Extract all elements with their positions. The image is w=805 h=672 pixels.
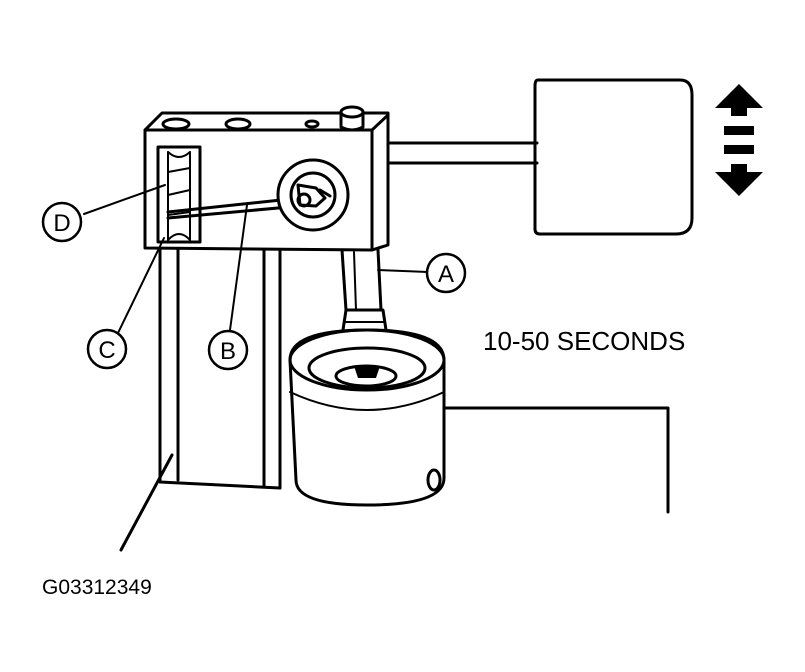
callout-b-label: B [220,338,236,365]
callout-c-label: C [98,337,115,364]
connecting-arm [388,141,539,165]
pivot-dial [276,158,350,232]
gauge-window [156,145,202,244]
vertical-motion-arrow-icon [715,84,763,196]
test-cup [288,328,670,514]
callout-c: C [86,328,128,370]
callout-d: D [41,201,83,243]
time-note: 10-50 SECONDS [483,326,685,356]
base-line [119,453,174,552]
callout-leaders [83,184,429,334]
plunger-shaft [340,248,383,312]
counterweight-block [533,78,694,236]
callout-a-label: A [438,261,454,288]
support-column [158,243,282,490]
callout-d-label: D [53,210,70,237]
callout-a: A [425,252,467,294]
callout-b: B [207,329,249,371]
figure-code: G03312349 [42,576,152,599]
